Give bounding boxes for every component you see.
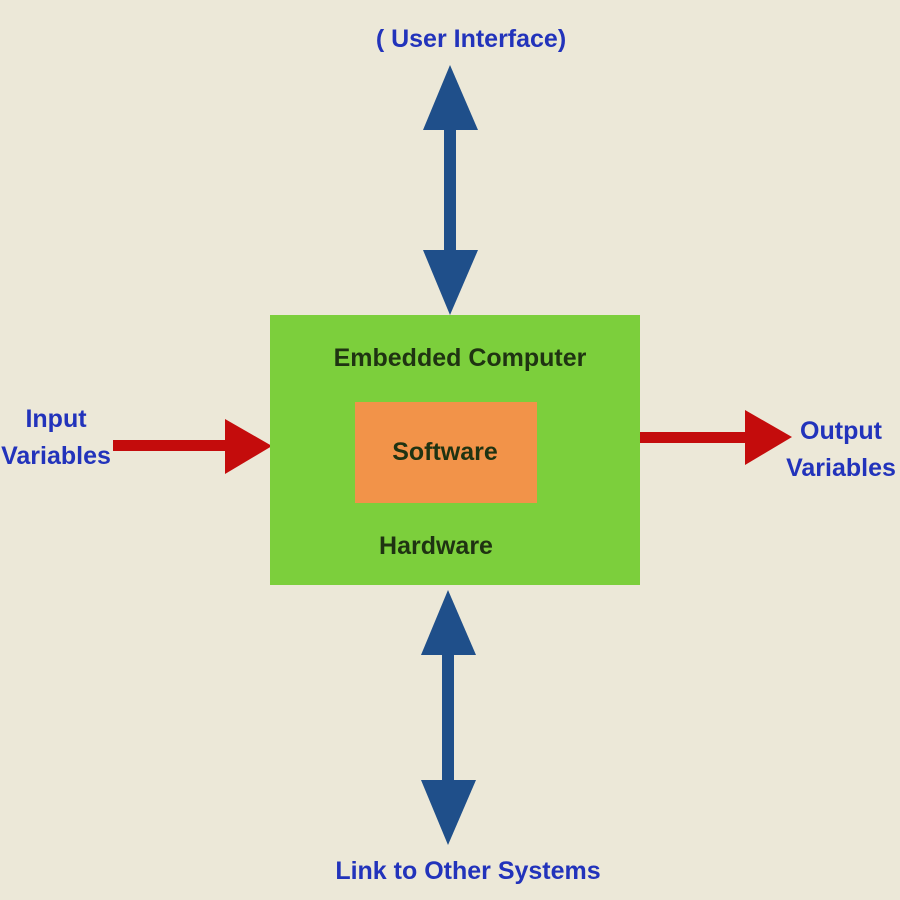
- link-systems-arrow: [421, 590, 476, 845]
- user-interface-label: ( User Interface): [376, 25, 566, 53]
- user-interface-arrow: [423, 65, 478, 315]
- output-label-line1: Output: [800, 417, 883, 445]
- embedded-computer-label: Embedded Computer: [334, 344, 587, 372]
- input-arrow: [113, 419, 272, 474]
- output-arrow: [640, 410, 792, 465]
- software-box: [355, 402, 537, 503]
- input-label-line1: Input: [25, 405, 87, 433]
- hardware-label: Hardware: [379, 532, 493, 560]
- output-label-line2: Variables: [786, 454, 896, 482]
- software-label: Software: [392, 438, 498, 466]
- input-label-line2: Variables: [1, 442, 111, 470]
- link-systems-label: Link to Other Systems: [335, 857, 600, 885]
